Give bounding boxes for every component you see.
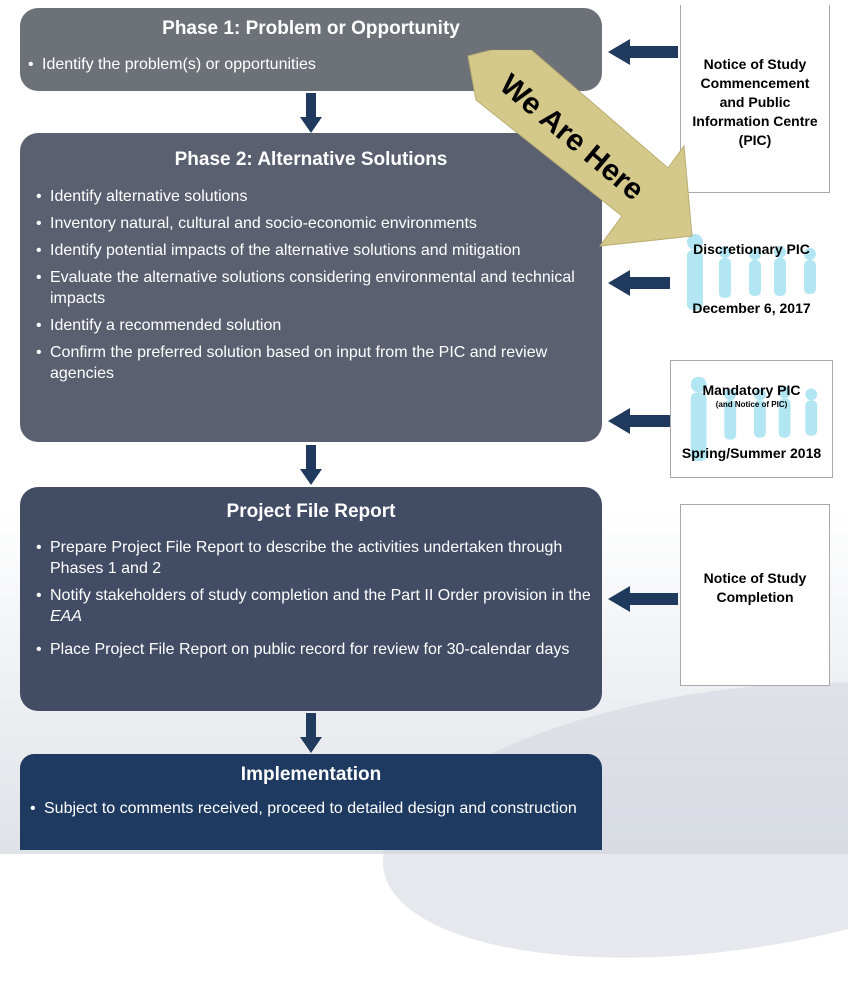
phase1-bullets: Identify the problem(s) or opportunities: [28, 54, 602, 75]
phase2-title: Phase 2: Alternative Solutions: [174, 149, 448, 170]
people-silhouettes-icon: [687, 234, 816, 310]
list-item: Identify the problem(s) or opportunities: [28, 54, 602, 75]
we-are-here-arrow: We Are Here: [467, 50, 693, 247]
implementation-title: Implementation: [240, 764, 382, 785]
pfr-bullets: Prepare Project File Report to describe …: [36, 537, 596, 660]
list-item: Prepare Project File Report to describe …: [36, 537, 570, 579]
list-item: Subject to comments received, proceed to…: [30, 798, 600, 819]
people-silhouettes-icon: [690, 376, 818, 462]
list-item: Notify stakeholders of study completion …: [36, 585, 610, 627]
mandatory-pic-title: Mandatory PIC: [702, 382, 801, 398]
mandatory-pic-date: Spring/Summer 2018: [681, 445, 822, 461]
mandatory-pic-box: Mandatory PIC (and Notice of PIC) Spring…: [670, 360, 833, 478]
list-item: Identify a recommended solution: [36, 315, 596, 336]
down-arrow-icon: [300, 445, 322, 485]
list-item: Inventory natural, cultural and socio-ec…: [36, 213, 596, 234]
left-arrow-icon: [608, 39, 678, 65]
notice-completion-label: Notice of Study Completion: [703, 570, 807, 605]
discretionary-pic-date: December 6, 2017: [692, 300, 811, 316]
phase2-bullets: Identify alternative solutions Inventory…: [36, 186, 596, 384]
eaa-italic: EAA: [50, 608, 83, 625]
project-file-report-box: Project File Report Prepare Project File…: [20, 487, 602, 711]
notice-completion-box: Notice of Study Completion: [680, 504, 830, 686]
discretionary-pic-title: Discretionary PIC: [693, 241, 810, 257]
discretionary-pic-box: Discretionary PIC December 6, 2017: [670, 222, 833, 330]
left-arrow-icon: [608, 586, 678, 612]
down-arrow-icon: [300, 93, 322, 133]
implementation-bullets: Subject to comments received, proceed to…: [30, 798, 600, 819]
left-arrow-icon: [608, 408, 678, 434]
mandatory-pic-subtitle: (and Notice of PIC): [715, 400, 788, 409]
phase2-box: Phase 2: Alternative Solutions Identify …: [20, 133, 602, 442]
list-item: Place Project File Report on public reco…: [36, 639, 590, 660]
list-item: Identify alternative solutions: [36, 186, 596, 207]
notice-commencement-label: Notice of Study Commencement and Public …: [692, 56, 818, 148]
list-item: Evaluate the alternative solutions consi…: [36, 267, 596, 309]
down-arrow-icon: [300, 713, 322, 753]
implementation-box: Implementation Subject to comments recei…: [20, 754, 602, 850]
list-item: Identify potential impacts of the altern…: [36, 240, 560, 261]
left-arrow-icon: [608, 270, 678, 296]
phase1-title: Phase 1: Problem or Opportunity: [162, 18, 460, 39]
pfr-title: Project File Report: [226, 501, 396, 522]
list-item: Confirm the preferred solution based on …: [36, 342, 590, 384]
notice-commencement-box: Notice of Study Commencement and Public …: [680, 5, 830, 193]
bullet-text: Notify stakeholders of study completion …: [50, 587, 591, 604]
